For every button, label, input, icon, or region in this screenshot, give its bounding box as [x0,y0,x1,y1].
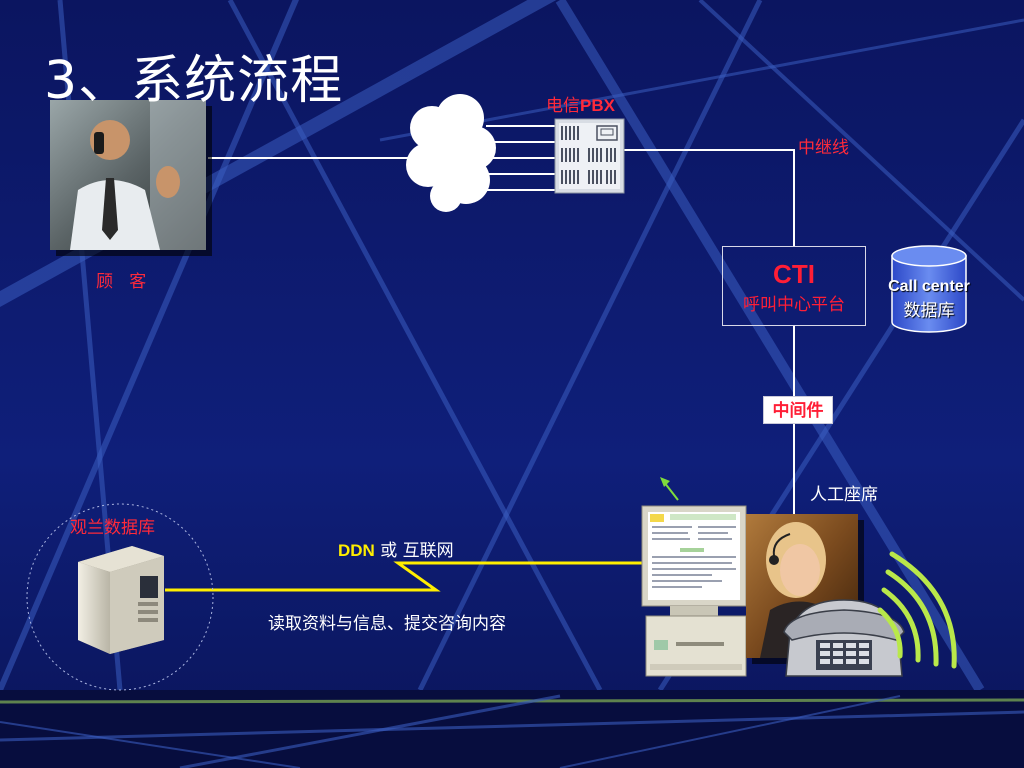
cti-subtitle: 呼叫中心平台 [743,295,845,315]
pbx-label: 电信PBX [546,91,615,116]
network-label-suffix: 或 互联网 [374,541,454,561]
pbx-label-prefix: 电信 [546,96,580,116]
customer-photo [50,100,212,256]
pbx-label-suffix: PBX [580,96,615,115]
cti-platform-box: CTI 呼叫中心平台 [722,246,866,326]
signal-wave-icon [877,551,957,669]
computer-terminal-icon [641,505,747,677]
network-label: DDN 或 互联网 [338,536,454,561]
callcenter-db-line2: 数据库 [903,301,955,321]
guanlan-db-label: 观兰数据库 [70,518,155,538]
connection-lines [165,125,795,592]
callcenter-db-label: Call center 数据库 [876,278,982,321]
trunk-line-label: 中继线 [798,138,849,158]
network-label-prefix: DDN [338,541,375,560]
bottom-decor-lines [0,694,1024,768]
arrow-icon [660,477,679,501]
telephone-icon [783,599,905,677]
agent-photo [746,514,864,664]
cti-title: CTI [773,259,815,289]
server-icon [78,546,164,654]
database-cylinder-icon [891,245,967,333]
slide-title: 3、系统流程 [44,51,344,111]
middleware-box: 中间件 [763,396,833,424]
callcenter-db-line1: Call center [888,278,970,295]
guanlan-db-boundary [26,503,214,691]
pbx-switch-icon [554,118,625,194]
cloud-icon [406,94,496,212]
agent-label: 人工座席 [810,485,878,505]
read-action-label: 读取资料与信息、提交咨询内容 [268,614,506,634]
customer-label: 顾 客 [96,272,147,292]
